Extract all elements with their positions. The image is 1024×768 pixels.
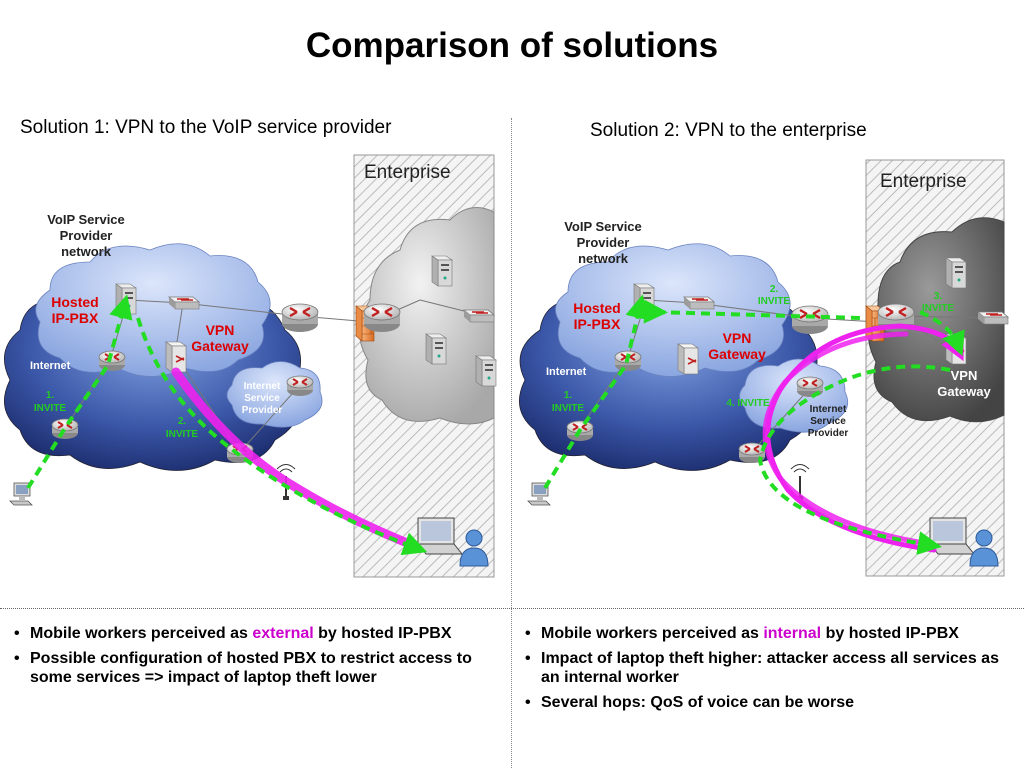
bullet-text: Several hops: QoS of voice can be worse (541, 694, 854, 711)
internet-label: Internet (30, 360, 71, 372)
invite4-label: 4. INVITE (726, 398, 770, 409)
core-router (790, 304, 830, 336)
voip-label-1: VoIP Service (47, 212, 125, 227)
enterprise-server (431, 255, 453, 287)
vertical-divider (511, 118, 512, 768)
vpn-gateway-label-2: Gateway (191, 338, 249, 354)
invite1-label: INVITE (552, 403, 585, 414)
invite3-number: 3. (934, 291, 943, 302)
isp-label-2: Service (810, 416, 846, 427)
invite2-number: 2. (770, 284, 779, 295)
isp-router (286, 375, 314, 397)
solution2-subtitle: Solution 2: VPN to the enterprise (590, 120, 867, 141)
enterprise-vpn-label-1: VPN (951, 368, 978, 383)
hosted-pbx-server (115, 283, 137, 315)
invite2-label: INVITE (166, 429, 199, 440)
enterprise-label: Enterprise (364, 162, 451, 183)
enterprise-server (475, 355, 497, 387)
invite1-number: 1. (564, 390, 573, 401)
voip-label-3: network (578, 251, 629, 266)
vpn-gateway (165, 341, 187, 373)
isp-label-1: Internet (810, 404, 847, 415)
voip-provider-cloud (35, 243, 271, 377)
isp-label-3: Provider (242, 405, 283, 416)
core-router (280, 302, 320, 334)
bullet-item: Impact of laptop theft higher: attacker … (523, 649, 1015, 687)
enterprise-router (362, 302, 402, 334)
solution1-subtitle: Solution 1: VPN to the VoIP service prov… (20, 117, 392, 138)
invite3-label: INVITE (922, 303, 955, 314)
voip-label-1: VoIP Service (564, 219, 642, 234)
bullet-text: by hosted IP-PBX (313, 625, 452, 642)
vpn-tunnel (762, 323, 964, 553)
enterprise-switch (977, 311, 1009, 325)
solution1-diagram: Enterprise (3, 154, 497, 578)
isp-label-3: Provider (808, 428, 849, 439)
vpn-gateway-label-2: Gateway (708, 346, 766, 362)
solution2-bullets: Mobile workers perceived as internal by … (523, 624, 1015, 718)
horizontal-divider (0, 608, 1024, 609)
invite2-number: 2. (178, 416, 187, 427)
bullet-text: Impact of laptop theft higher: attacker … (541, 650, 999, 686)
bullet-text: Possible configuration of hosted PBX to … (30, 650, 472, 686)
voip-provider-cloud (555, 243, 791, 377)
enterprise-server (425, 333, 447, 365)
voip-switch (683, 296, 715, 310)
bullet-text: by hosted IP-PBX (821, 625, 959, 642)
bullet-item: Mobile workers perceived as internal by … (523, 624, 1015, 643)
page-title: Comparison of solutions (305, 26, 719, 65)
hosted-label-2: IP-PBX (574, 316, 621, 332)
hosted-label-1: Hosted (573, 300, 620, 316)
voip-label-3: network (61, 244, 112, 259)
enterprise-server (945, 257, 967, 289)
vpn-gateway-label-1: VPN (723, 330, 752, 346)
invite2-label: INVITE (758, 296, 791, 307)
vpn-tunnel (171, 367, 417, 550)
bullet-item: Several hops: QoS of voice can be worse (523, 693, 1015, 712)
hosted-label-1: Hosted (51, 294, 98, 310)
solution1-bullets: Mobile workers perceived as external by … (12, 624, 504, 693)
sip-signalling-path (543, 294, 965, 556)
highlight-external: external (252, 625, 314, 642)
internet-label: Internet (546, 366, 587, 378)
voip-label-2: Provider (60, 228, 113, 243)
invite1-label: INVITE (34, 403, 67, 414)
vpn-gateway-label-1: VPN (206, 322, 235, 338)
isp-label-2: Service (244, 393, 280, 404)
enterprise-label: Enterprise (880, 171, 967, 192)
sip-signalling-path (26, 294, 428, 556)
isp-label-1: Internet (244, 381, 281, 392)
enterprise-vpn-label-2: Gateway (937, 384, 991, 399)
bullet-item: Mobile workers perceived as external by … (12, 624, 504, 643)
internet-router (51, 418, 79, 440)
solution2-diagram: Enterprise (518, 159, 1009, 577)
enterprise-cloud (359, 207, 495, 425)
bullet-item: Possible configuration of hosted PBX to … (12, 649, 504, 687)
enterprise-switch (463, 309, 495, 323)
bullet-text: Mobile workers perceived as (541, 625, 764, 642)
bullet-text: Mobile workers perceived as (30, 625, 253, 642)
vpn-gateway (677, 343, 699, 375)
highlight-internal: internal (763, 625, 822, 642)
invite1-number: 1. (46, 390, 55, 401)
voip-label-2: Provider (577, 235, 630, 250)
hosted-label-2: IP-PBX (52, 310, 99, 326)
voip-switch (168, 296, 200, 310)
hosted-pbx-server (633, 283, 655, 315)
